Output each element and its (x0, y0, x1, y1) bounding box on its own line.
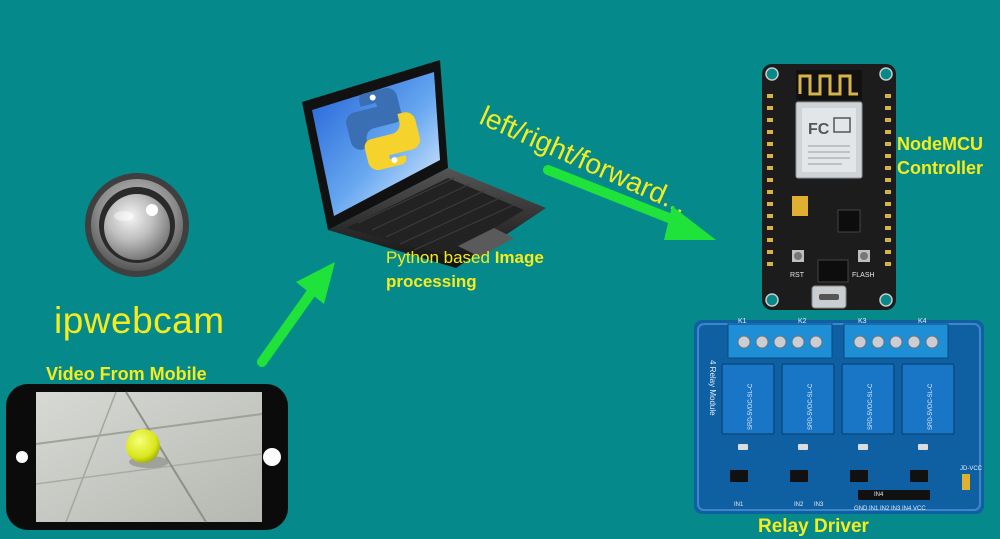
relay-model-text-2: SRD-5VDC-SL-C (808, 383, 814, 430)
relay-k4-text: K4 (918, 318, 927, 325)
nodemcu-controller-label: NodeMCU Controller (897, 132, 983, 180)
flash-pin-text: FLASH (852, 272, 875, 279)
nodemcu-text: NodeMCU (897, 134, 983, 154)
rst-pin-text: RST (790, 272, 805, 279)
ipwebcam-label: ipwebcam (54, 300, 225, 341)
laptop-icon (302, 60, 546, 268)
in3-text: IN3 (814, 502, 824, 508)
jd-vcc-text: JD-VCC (960, 466, 983, 472)
relay-k3-text: K3 (858, 318, 867, 325)
relay-model-text-4: SRD-5VDC-SL-C (928, 383, 934, 430)
python-image-processing-label: Python based Image processing (386, 246, 544, 294)
in2-text: IN2 (794, 502, 804, 508)
video-from-mobile-label: Video From Mobile (46, 364, 207, 384)
in4-text: IN4 (874, 492, 884, 498)
image-text: Image (494, 248, 544, 267)
in1-text: IN1 (734, 502, 744, 508)
esp-brand-mark: FC (808, 121, 830, 138)
python-based-text: Python based (386, 248, 490, 267)
relay-model-text-3: SRD-5VDC-SL-C (868, 383, 874, 430)
relay-k1-text: K1 (738, 318, 747, 325)
relay-k2-text: K2 (798, 318, 807, 325)
nodemcu-board: FC RST FLASH (762, 64, 896, 310)
relay-driver-label: Relay Driver (758, 516, 869, 537)
relay-header-text: GND IN1 IN2 IN3 IN4 VCC (854, 506, 926, 512)
relay-module-board: SRD-5VDC-SL-C SRD-5VDC-SL-C SRD-5VDC-SL-… (694, 318, 984, 514)
webcam-lens-icon (85, 173, 189, 277)
mobile-phone-video (6, 384, 288, 530)
controller-text: Controller (897, 158, 984, 178)
relay-model-text-1: SRD-5VDC-SL-C (748, 383, 754, 430)
relay-module-side-text: 4 Relay Module (708, 360, 717, 416)
python-logo-icon (346, 88, 421, 171)
processing-text: processing (386, 272, 477, 291)
